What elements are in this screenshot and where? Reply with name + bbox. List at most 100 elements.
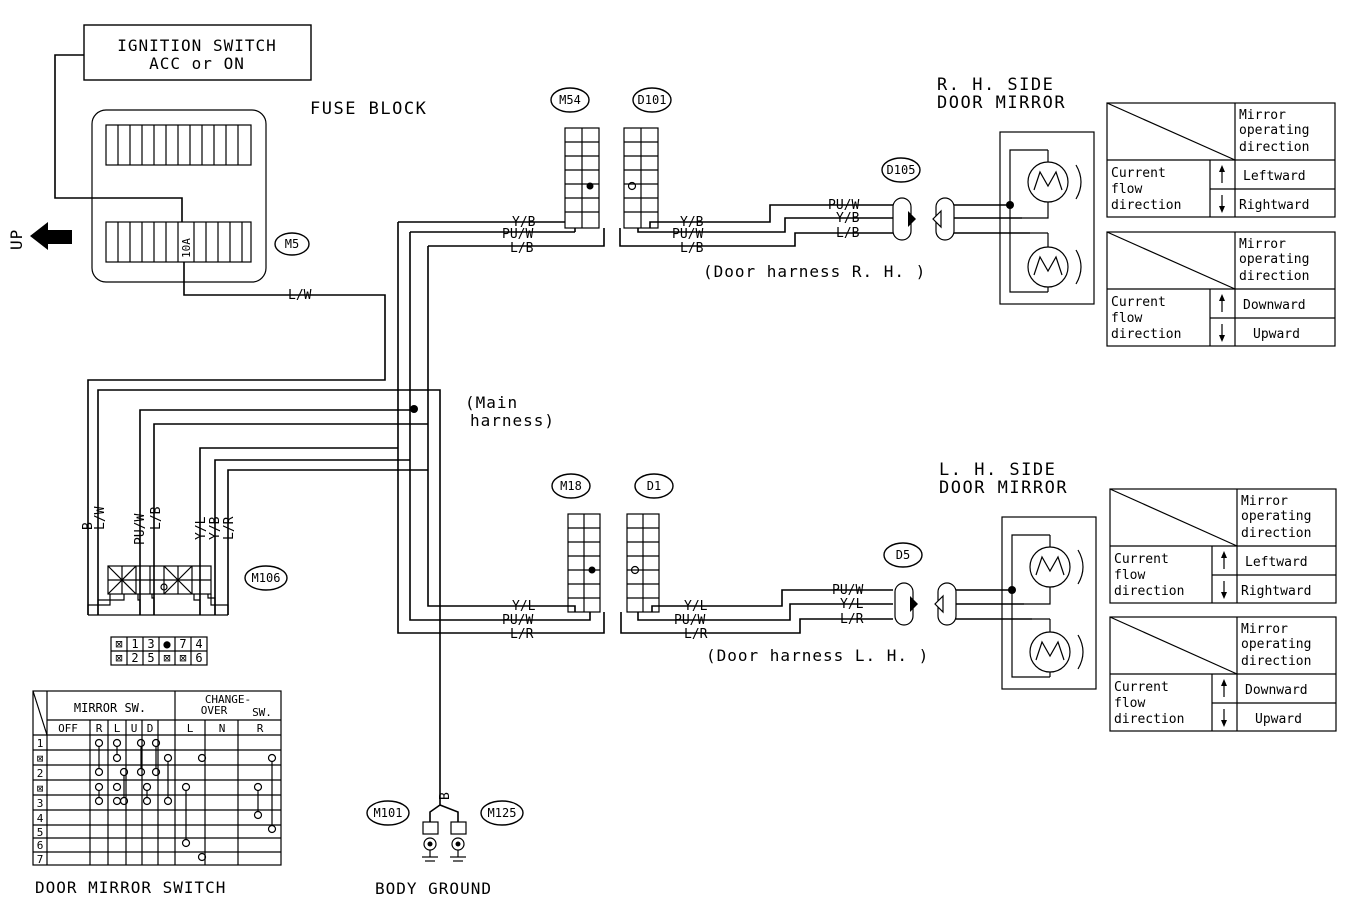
wire-label-puw-lh: PU/W	[502, 613, 533, 628]
svg-text:Current: Current	[1111, 166, 1166, 181]
svg-text:U: U	[131, 722, 138, 735]
connector-d1: D1	[626, 473, 674, 613]
lh-wire-lr-2: L/R	[840, 612, 864, 627]
svg-text:R: R	[257, 722, 264, 735]
ground-title: BODY GROUND	[375, 879, 492, 898]
lh-wire-yl: Y/L	[684, 599, 708, 614]
ignition-switch: IGNITION SWITCH ACC or ON	[83, 24, 312, 81]
up-arrow-icon	[30, 222, 72, 250]
svg-text:⊠: ⊠	[179, 651, 186, 665]
svg-text:flow: flow	[1111, 182, 1142, 197]
lh-wire-lr: L/R	[684, 627, 708, 642]
svg-text:operating: operating	[1239, 252, 1309, 267]
wire-label-lr: L/R	[510, 627, 534, 642]
svg-text:6: 6	[37, 839, 44, 852]
svg-text:⊠: ⊠	[115, 637, 122, 651]
switch-title: DOOR MIRROR SWITCH	[35, 878, 226, 897]
up-label: UP	[7, 229, 26, 250]
svg-text:7: 7	[179, 637, 186, 651]
rh-wire-yb-2: Y/B	[836, 211, 860, 226]
svg-text:D5: D5	[896, 548, 910, 562]
ignition-label-2: ACC or ON	[149, 54, 245, 73]
rh-mirror-label-1: R. H. SIDE	[937, 75, 1054, 95]
ground-wire-b: B	[438, 792, 453, 800]
svg-text:M5: M5	[285, 237, 299, 251]
mirror-sw-header: MIRROR SW.	[74, 701, 146, 715]
rh-wire-puw-2: PU/W	[828, 198, 859, 213]
svg-text:4: 4	[195, 637, 202, 651]
connector-m18: M18	[551, 473, 601, 613]
connector-m5: M5	[274, 232, 310, 256]
svg-text:1: 1	[131, 637, 138, 651]
svg-text:7: 7	[37, 853, 44, 866]
lh-wire-puw-2: PU/W	[832, 583, 863, 598]
svg-text:operating: operating	[1241, 637, 1311, 652]
svg-text:⊠: ⊠	[37, 782, 44, 795]
svg-text:D: D	[147, 722, 154, 735]
connector-m101: M101	[366, 800, 410, 826]
svg-text:⊠: ⊠	[115, 651, 122, 665]
svg-text:Current: Current	[1114, 680, 1169, 695]
svg-text:N: N	[219, 722, 226, 735]
svg-text:L: L	[187, 722, 194, 735]
svg-text:Upward: Upward	[1255, 712, 1302, 727]
svg-text:Leftward: Leftward	[1243, 169, 1306, 184]
svg-text:Rightward: Rightward	[1239, 198, 1309, 213]
svg-text:D105: D105	[887, 163, 916, 177]
sw-wire-yb: Y/B	[208, 516, 223, 540]
door-harness-rh: (Door harness R. H. )	[703, 262, 926, 281]
svg-text:2: 2	[37, 767, 44, 780]
svg-text:D1: D1	[647, 479, 661, 493]
rh-mirror-assembly	[999, 131, 1095, 305]
svg-text:4: 4	[37, 812, 44, 825]
lh-table-leftright: Mirror operating direction Current flow …	[1109, 488, 1337, 604]
svg-text:3: 3	[37, 797, 44, 810]
svg-text:operating: operating	[1241, 509, 1311, 524]
svg-text:direction: direction	[1241, 654, 1311, 669]
svg-text:direction: direction	[1114, 712, 1184, 727]
rh-wire-puw: PU/W	[672, 227, 703, 242]
svg-text:3: 3	[147, 637, 154, 651]
svg-text:M18: M18	[560, 479, 582, 493]
lh-mirror-label-1: L. H. SIDE	[939, 460, 1056, 480]
connector-d101: D101	[623, 87, 672, 229]
svg-text:M125: M125	[488, 806, 517, 820]
svg-text:D101: D101	[638, 93, 667, 107]
changeover-header-3: SW.	[252, 706, 272, 719]
svg-text:flow: flow	[1114, 696, 1145, 711]
svg-text:direction: direction	[1114, 584, 1184, 599]
sw-wire-lb: L/B	[149, 506, 164, 530]
svg-text:⊠: ⊠	[37, 752, 44, 765]
svg-text:⊠: ⊠	[163, 651, 170, 665]
svg-text:Mirror: Mirror	[1239, 108, 1286, 123]
sw-wire-lw: L/W	[93, 506, 108, 530]
svg-text:Current: Current	[1111, 295, 1166, 310]
svg-text:flow: flow	[1114, 568, 1145, 583]
connector-d5: D5	[883, 542, 957, 626]
svg-text:M54: M54	[559, 93, 581, 107]
fuse-block: 10A	[91, 109, 267, 283]
wire-label-yb: Y/B	[512, 215, 536, 230]
ground-connectors	[422, 821, 467, 862]
svg-text:2: 2	[131, 651, 138, 665]
sw-wire-yl: Y/L	[194, 516, 209, 540]
svg-text:M106: M106	[252, 571, 281, 585]
rh-mirror-label-2: DOOR MIRROR	[937, 93, 1066, 113]
ignition-label-1: IGNITION SWITCH	[117, 36, 277, 55]
svg-text:L: L	[114, 722, 121, 735]
svg-text:OFF: OFF	[58, 722, 78, 735]
svg-text:direction: direction	[1239, 140, 1309, 155]
svg-text:Mirror: Mirror	[1239, 237, 1286, 252]
lh-table-updown: Mirror operating direction Current flow …	[1109, 616, 1337, 732]
rh-wire-lb-2: L/B	[836, 226, 860, 241]
svg-text:Leftward: Leftward	[1245, 555, 1308, 570]
svg-text:Mirror: Mirror	[1241, 494, 1288, 509]
lh-wire-puw: PU/W	[674, 613, 705, 628]
door-harness-lh: (Door harness L. H. )	[706, 646, 929, 665]
rh-table-updown: Mirror operating direction Current flow …	[1106, 231, 1336, 347]
main-harness-2: harness)	[470, 411, 555, 430]
rh-wire-yb: Y/B	[680, 215, 704, 230]
connector-m125: M125	[480, 800, 524, 826]
svg-text:5: 5	[37, 826, 44, 839]
